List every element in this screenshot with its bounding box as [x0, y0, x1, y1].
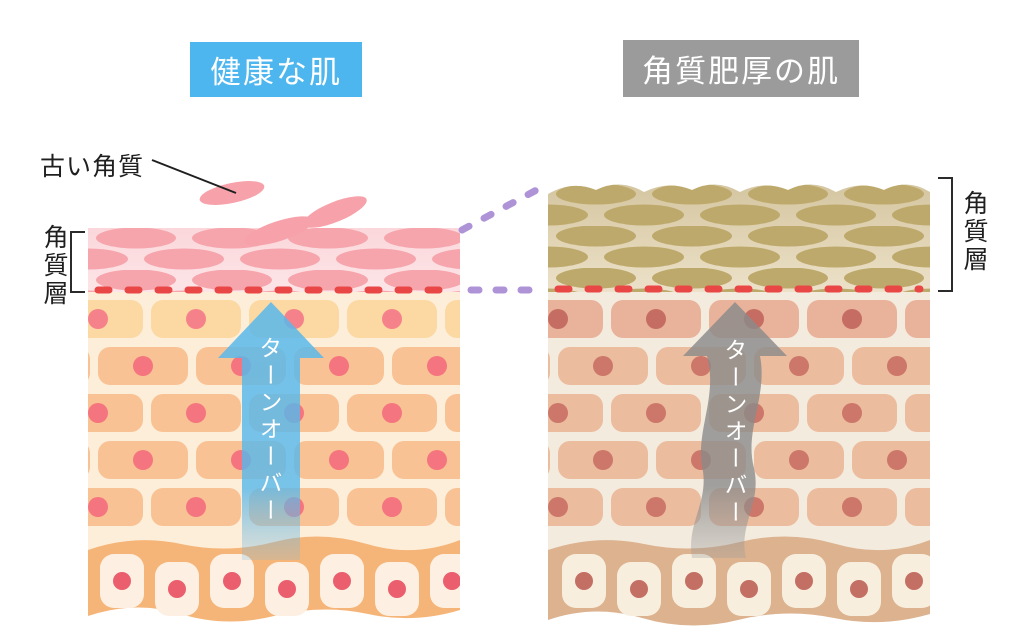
healthy-turnover-arrow: [218, 302, 324, 560]
old-keratin-label: 古い角質: [40, 153, 145, 181]
right-stratum-corneum-layer-thick: [548, 184, 930, 292]
left-epidermis-layer: [88, 292, 460, 562]
right-stratum-corneum-label: 角質層: [960, 190, 988, 274]
old-keratin-pointer-line: [151, 159, 237, 194]
right-title-keratin-thickened-skin: 角質肥厚の肌: [623, 40, 859, 97]
left-stratum-corneum-label: 角質層: [40, 224, 68, 308]
magnification-dashed-connectors: [458, 182, 548, 294]
healthy-skin-cross-section: [88, 228, 460, 622]
left-arrow-turnover-label: ターンオーバー: [256, 336, 282, 525]
left-title-healthy-skin: 健康な肌: [190, 42, 362, 97]
right-basal-layer: [548, 536, 930, 626]
slow-turnover-arrow: [683, 302, 787, 558]
right-arrow-turnover-label: ターンオーバー: [721, 338, 747, 527]
right-stratum-corneum-bracket: [938, 177, 953, 292]
left-basal-layer: [88, 536, 460, 622]
old-keratin-flakes: [199, 181, 367, 246]
left-stratum-corneum-bracket: [70, 231, 85, 293]
